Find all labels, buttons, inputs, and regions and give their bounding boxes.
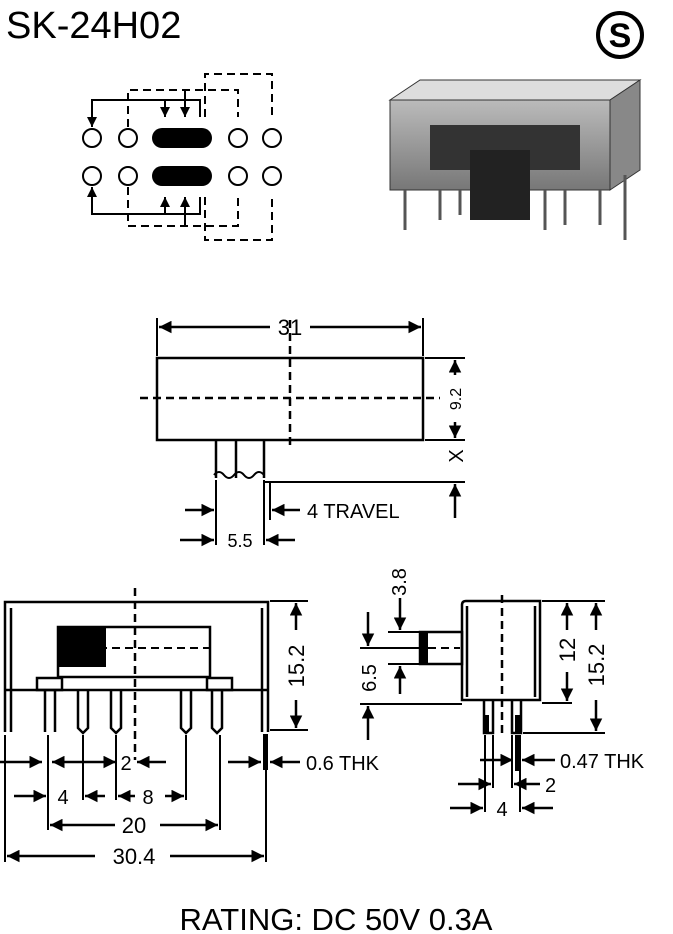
svg-text:S: S — [609, 17, 632, 55]
svg-text:3.8: 3.8 — [389, 568, 411, 596]
svg-text:30.4: 30.4 — [113, 844, 156, 869]
svg-text:15.2: 15.2 — [284, 645, 309, 688]
svg-text:4: 4 — [57, 787, 68, 809]
svg-text:12: 12 — [555, 638, 580, 662]
svg-text:0.6 THK: 0.6 THK — [306, 753, 380, 775]
svg-text:4 TRAVEL: 4 TRAVEL — [307, 501, 400, 523]
svg-text:15.2: 15.2 — [584, 644, 609, 687]
svg-text:5.5: 5.5 — [227, 531, 252, 551]
part-number-title: SK-24H02 — [6, 5, 181, 47]
side-view: 3.8 6.5 12 15.2 0.47 THK 2 4 — [359, 568, 645, 821]
svg-text:20: 20 — [122, 813, 146, 838]
svg-text:6.5: 6.5 — [359, 664, 381, 692]
safety-mark-logo: S — [596, 11, 644, 59]
circuit-schematic — [82, 73, 282, 241]
switch-photo — [388, 79, 642, 240]
svg-text:0.47 THK: 0.47 THK — [560, 751, 645, 773]
svg-text:2: 2 — [120, 753, 131, 775]
front-view: 15.2 2 0.6 THK 4 8 20 30.4 — [0, 588, 380, 869]
svg-text:9.2: 9.2 — [448, 388, 465, 410]
svg-text:X: X — [446, 449, 468, 462]
svg-text:8: 8 — [142, 787, 153, 809]
svg-text:2: 2 — [545, 775, 556, 797]
svg-text:4: 4 — [496, 799, 507, 821]
rating-label: RATING: DC 50V 0.3A — [180, 902, 493, 934]
top-view: 31 9.2 X 4 TRAVEL 5.5 — [140, 315, 468, 551]
svg-text:31: 31 — [278, 315, 302, 340]
